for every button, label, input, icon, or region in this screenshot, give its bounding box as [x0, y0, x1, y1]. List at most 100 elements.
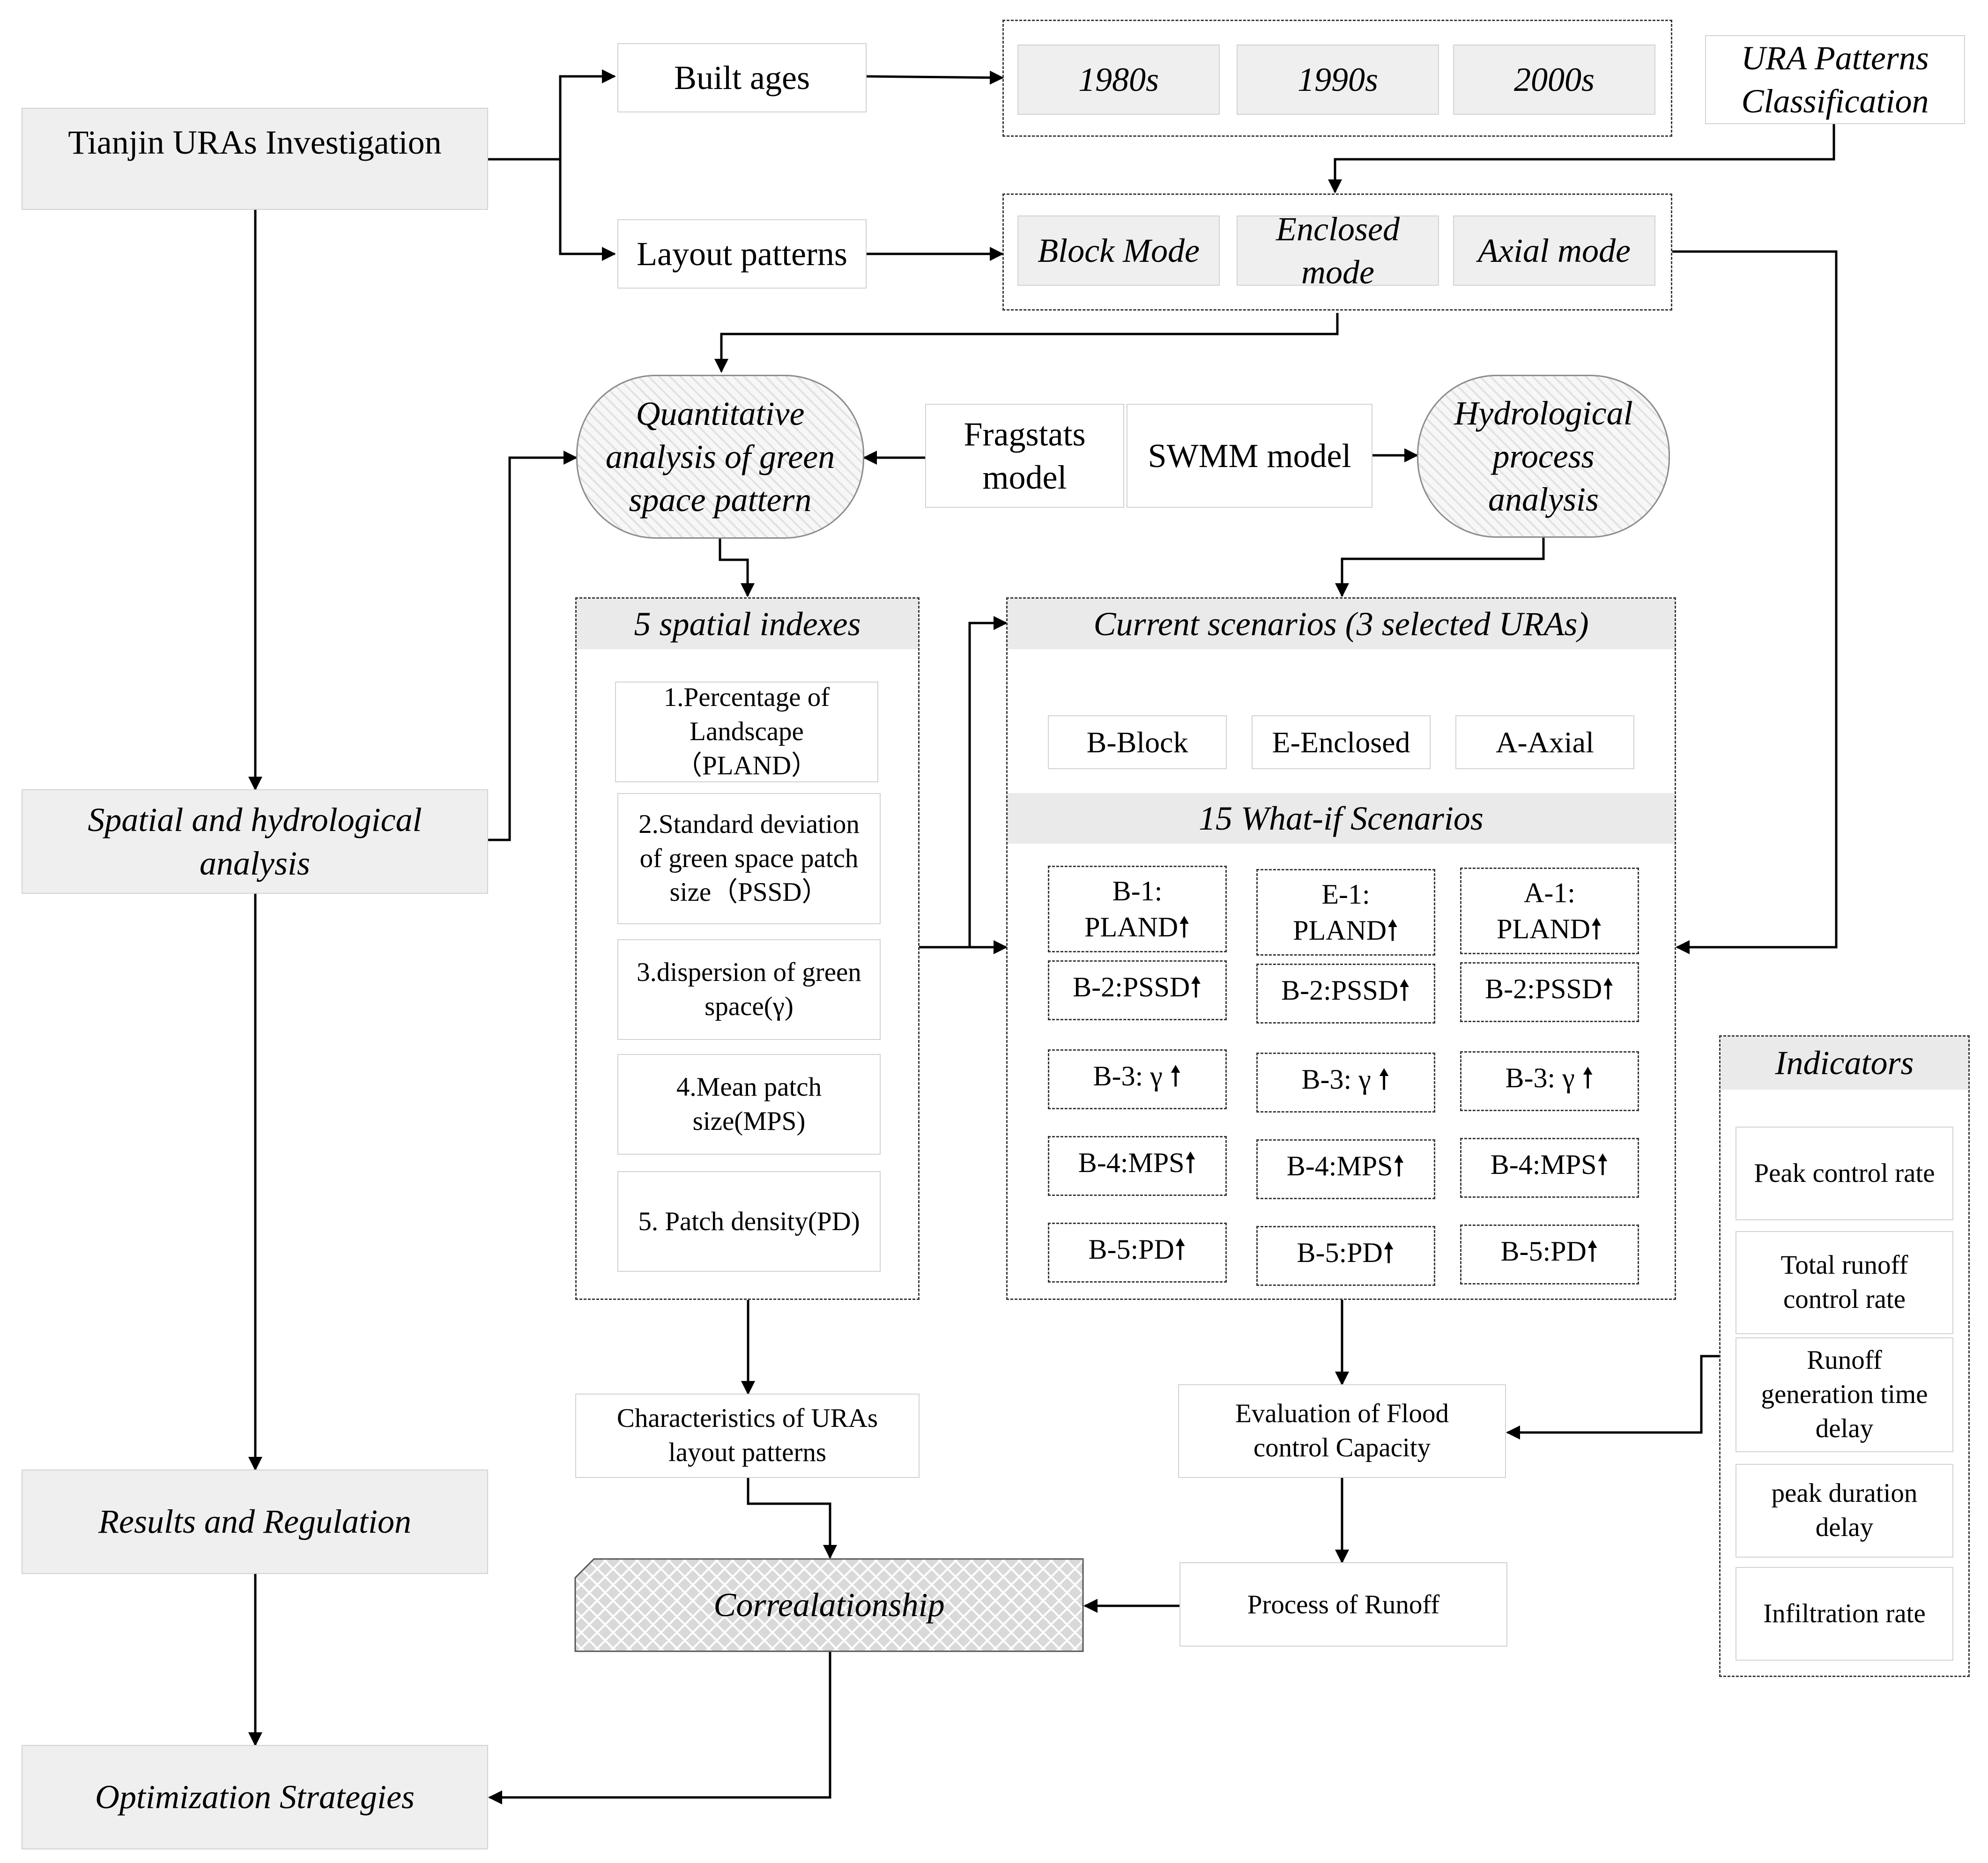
mode-label: Block Mode: [1038, 231, 1200, 269]
correlation-shape: [574, 1558, 1084, 1652]
swmm-box: SWMM model: [1127, 404, 1372, 508]
whatif-scenario-box: B-4:MPS🠕: [1048, 1136, 1227, 1196]
results-box: Results and Regulation: [22, 1470, 488, 1574]
runoff-process-box: Process of Runoff: [1179, 1562, 1507, 1647]
whatif-scenario-box: B-2:PSSD🠕: [1460, 962, 1639, 1022]
whatif-scenario-label: E-1: PLAND🠕: [1293, 878, 1399, 946]
results-label: Results and Regulation: [98, 1503, 411, 1540]
whatif-scenario-label: B-1: PLAND🠕: [1084, 875, 1190, 943]
spatial-analysis-box: Spatial and hydrological analysis: [22, 789, 488, 894]
age-box: 1990s: [1237, 45, 1439, 115]
indicators-title-label: Indicators: [1775, 1044, 1914, 1082]
indicator-box: Infiltration rate: [1736, 1567, 1953, 1661]
investigation-box: Tianjin URAs Investigation: [22, 108, 488, 210]
quantitative-analysis-label: Quantitative analysis of green space pat…: [605, 394, 835, 519]
whatif-scenario-label: B-5:PD🠕: [1297, 1237, 1395, 1268]
index-item: 5. Patch density(PD): [617, 1171, 881, 1272]
indicator-label: Infiltration rate: [1763, 1598, 1926, 1628]
whatif-scenario-box: E-1: PLAND🠕: [1256, 869, 1435, 956]
characteristics-label: Characteristics of URAs layout patterns: [616, 1403, 878, 1467]
index-item: 1.Percentage of Landscape（PLAND）: [615, 682, 878, 782]
indicators-title: Indicators: [1721, 1037, 1968, 1090]
indicator-box: Total runoff control rate: [1736, 1231, 1953, 1334]
indicator-label: peak duration delay: [1771, 1478, 1918, 1542]
index-item-label: 2.Standard deviation of green space patc…: [638, 809, 860, 907]
current-scenario-label: A-Axial: [1496, 725, 1594, 759]
whatif-scenario-label: B-2:PSSD🠕: [1281, 975, 1410, 1006]
index-item-label: 4.Mean patch size(MPS): [676, 1072, 822, 1136]
layout-patterns-box: Layout patterns: [617, 219, 867, 289]
fragstats-label: Fragstats model: [964, 415, 1086, 496]
current-scenario-label: E-Enclosed: [1272, 725, 1410, 759]
age-label: 2000s: [1513, 60, 1595, 98]
whatif-scenario-box: B-5:PD🠕: [1048, 1223, 1227, 1283]
spatial-indexes-title: 5 spatial indexes: [577, 599, 918, 649]
whatif-scenario-label: B-5:PD🠕: [1088, 1234, 1187, 1265]
layout-patterns-label: Layout patterns: [637, 235, 847, 273]
optimization-label: Optimization Strategies: [95, 1778, 415, 1816]
mode-box: Axial mode: [1453, 215, 1655, 286]
whatif-scenario-label: B-4:MPS🠕: [1490, 1149, 1609, 1180]
whatif-scenario-label: B-3: γ 🠕: [1093, 1061, 1182, 1091]
layout-modes-group: [1002, 193, 1672, 311]
whatif-scenario-label: B-3: γ 🠕: [1505, 1062, 1594, 1093]
indicators-group: [1719, 1035, 1970, 1677]
indicator-label: Runoff generation time delay: [1761, 1345, 1928, 1443]
current-scenarios-title-label: Current scenarios (3 selected URAs): [1093, 605, 1589, 643]
swmm-label: SWMM model: [1148, 437, 1351, 475]
indicator-box: peak duration delay: [1736, 1464, 1953, 1558]
index-item-label: 5. Patch density(PD): [638, 1207, 860, 1236]
index-item: 4.Mean patch size(MPS): [617, 1054, 881, 1155]
evaluation-box: Evaluation of Flood control Capacity: [1178, 1384, 1506, 1478]
whatif-scenario-label: B-2:PSSD🠕: [1073, 972, 1202, 1002]
current-scenario-box: A-Axial: [1455, 715, 1634, 769]
indicator-label: Peak control rate: [1754, 1158, 1935, 1188]
scenarios-group: [1006, 597, 1676, 1300]
current-scenario-label: B-Block: [1086, 725, 1188, 759]
current-scenario-box: B-Block: [1048, 715, 1227, 769]
mode-label: Enclosed mode: [1276, 210, 1400, 291]
whatif-scenario-box: B-3: γ 🠕: [1460, 1051, 1639, 1111]
spatial-analysis-label: Spatial and hydrological analysis: [88, 801, 422, 882]
index-item-label: 1.Percentage of Landscape（PLAND）: [663, 683, 830, 780]
built-ages-label: Built ages: [674, 59, 810, 96]
whatif-scenario-box: B-2:PSSD🠕: [1256, 964, 1435, 1024]
index-item-label: 3.dispersion of green space(γ): [637, 957, 861, 1021]
indicator-box: Peak control rate: [1736, 1127, 1953, 1220]
quantitative-analysis-box: Quantitative analysis of green space pat…: [576, 375, 864, 539]
index-item: 3.dispersion of green space(γ): [617, 939, 881, 1040]
whatif-scenario-label: B-4:MPS🠕: [1078, 1147, 1197, 1178]
whatif-scenario-box: B-3: γ 🠕: [1256, 1053, 1435, 1113]
fragstats-box: Fragstats model: [925, 404, 1124, 508]
whatif-scenario-box: B-1: PLAND🠕: [1048, 866, 1227, 952]
investigation-label: Tianjin URAs Investigation: [68, 123, 442, 161]
whatif-scenario-label: B-2:PSSD🠕: [1485, 973, 1614, 1004]
whatif-scenarios-title: 15 What-if Scenarios: [1008, 793, 1675, 844]
hydrological-analysis-label: Hydrological process analysis: [1454, 394, 1633, 519]
evaluation-label: Evaluation of Flood control Capacity: [1235, 1399, 1449, 1462]
whatif-scenario-label: B-5:PD🠕: [1500, 1236, 1599, 1267]
whatif-scenario-box: B-5:PD🠕: [1256, 1226, 1435, 1286]
mode-box: Enclosed mode: [1237, 210, 1439, 291]
whatif-scenario-box: B-3: γ 🠕: [1048, 1049, 1227, 1109]
whatif-scenario-box: B-4:MPS🠕: [1256, 1139, 1435, 1199]
hydrological-analysis-box: Hydrological process analysis: [1417, 375, 1670, 538]
whatif-scenario-box: B-4:MPS🠕: [1460, 1138, 1639, 1198]
ura-patterns-box: URA Patterns Classification: [1705, 35, 1965, 124]
built-ages-box: Built ages: [617, 43, 867, 112]
whatif-scenario-label: A-1: PLAND🠕: [1497, 877, 1602, 944]
mode-box: Block Mode: [1017, 215, 1220, 286]
whatif-scenario-box: B-2:PSSD🠕: [1048, 960, 1227, 1020]
whatif-scenario-box: B-5:PD🠕: [1460, 1225, 1639, 1284]
age-label: 1990s: [1297, 60, 1379, 98]
correlation-label: Correalationship: [713, 1586, 945, 1624]
indicator-label: Total runoff control rate: [1780, 1250, 1908, 1314]
age-label: 1980s: [1078, 60, 1159, 98]
whatif-scenario-label: B-4:MPS🠕: [1286, 1150, 1405, 1181]
spatial-indexes-title-label: 5 spatial indexes: [634, 605, 861, 643]
ura-patterns-label: URA Patterns Classification: [1741, 39, 1929, 120]
optimization-box: Optimization Strategies: [22, 1745, 488, 1849]
characteristics-box: Characteristics of URAs layout patterns: [575, 1394, 920, 1478]
